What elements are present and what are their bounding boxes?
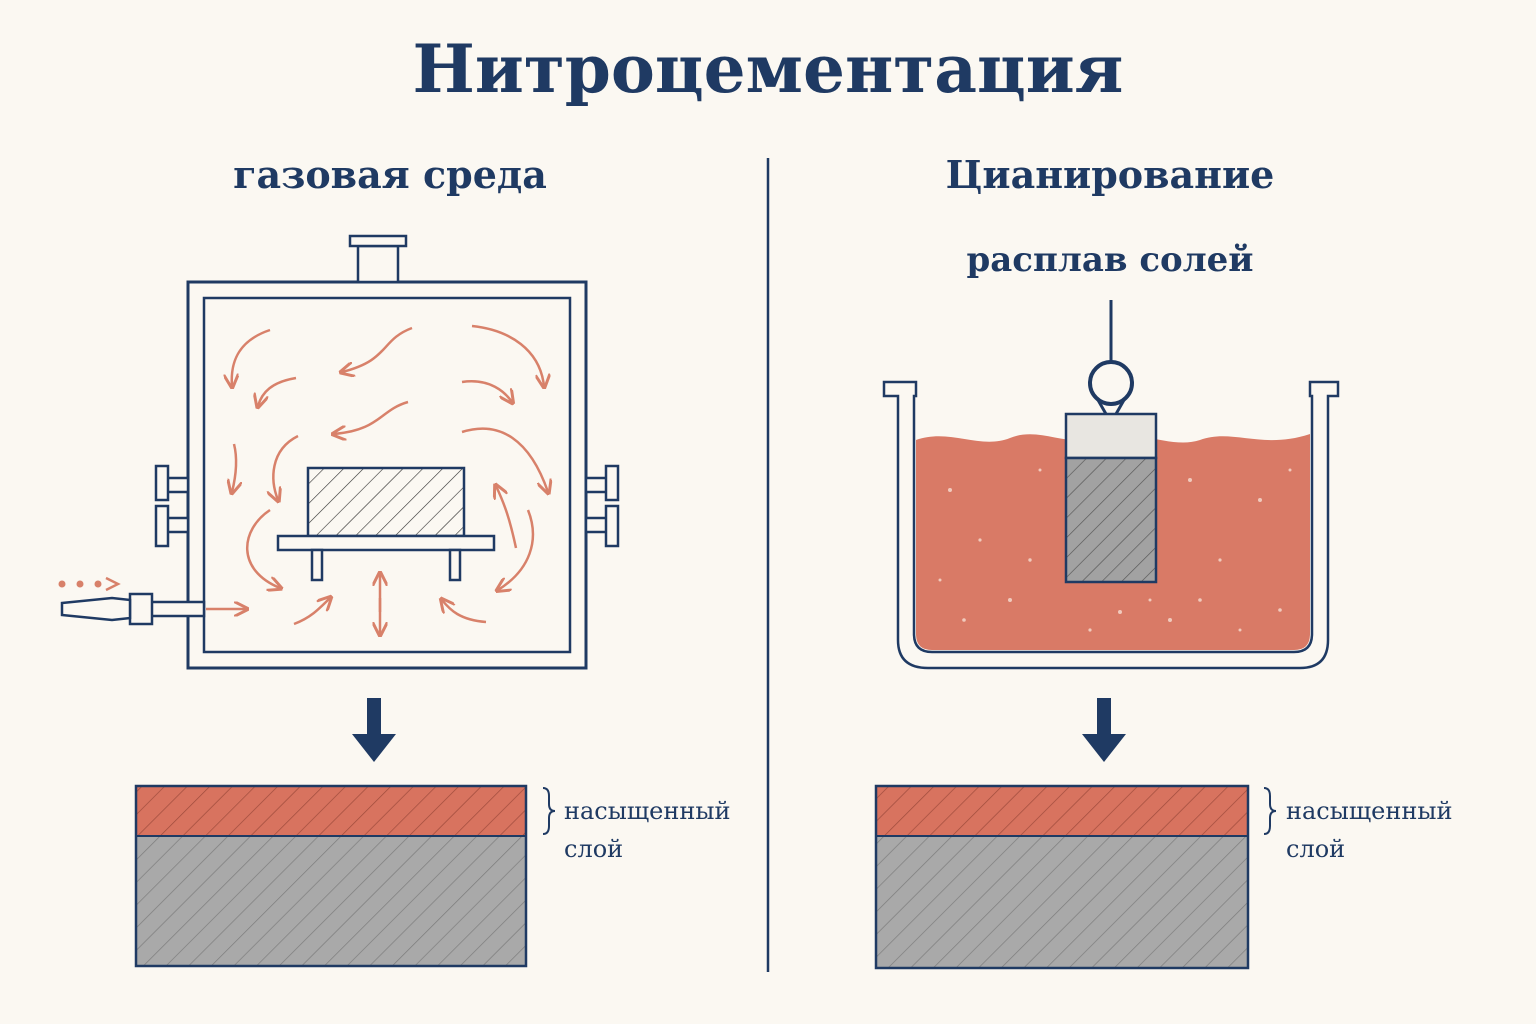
layer-brace-left bbox=[542, 787, 556, 835]
hook-ring-icon bbox=[1088, 360, 1134, 406]
saturated-layer-label-right: насыщенный слой bbox=[1286, 792, 1452, 868]
right-result-specimen bbox=[874, 784, 1277, 970]
immersed-workpiece-top bbox=[1064, 412, 1158, 460]
saturated-layer-label-left: насыщенный слой bbox=[564, 792, 730, 868]
down-arrow-icon bbox=[1082, 698, 1126, 762]
cyaniding-heading: Цианирование bbox=[945, 152, 1275, 197]
gas-flow-arrow-icon bbox=[206, 324, 548, 634]
left-result-specimen bbox=[134, 784, 556, 968]
page-title: Нитроцементация bbox=[412, 30, 1124, 108]
immersed-workpiece bbox=[1064, 456, 1158, 584]
salt-melt-label: расплав солей bbox=[966, 240, 1254, 280]
saturated-layer-label-right-line2: слой bbox=[1286, 835, 1346, 863]
furnace-exhaust-pipe bbox=[356, 244, 400, 284]
inlet-dots-icon bbox=[58, 576, 121, 592]
saturated-layer-label-right-line1: насыщенный bbox=[1286, 797, 1453, 825]
saturated-layer-label-left-line1: насыщенный bbox=[564, 797, 731, 825]
gas-inlet-pipe bbox=[60, 592, 206, 626]
furnace-port-right bbox=[584, 464, 620, 548]
furnace-workpiece bbox=[306, 466, 466, 538]
gas-furnace bbox=[58, 234, 620, 670]
furnace-rack bbox=[276, 534, 496, 552]
furnace-port-left bbox=[154, 464, 190, 548]
gas-medium-heading: газовая среда bbox=[233, 152, 547, 197]
saturated-layer-label-left-line2: слой bbox=[564, 835, 624, 863]
layer-brace-right bbox=[1263, 787, 1277, 835]
salt-melt-speckles bbox=[938, 468, 1292, 632]
down-arrow-icon bbox=[352, 698, 396, 762]
salt-bath bbox=[882, 300, 1340, 670]
